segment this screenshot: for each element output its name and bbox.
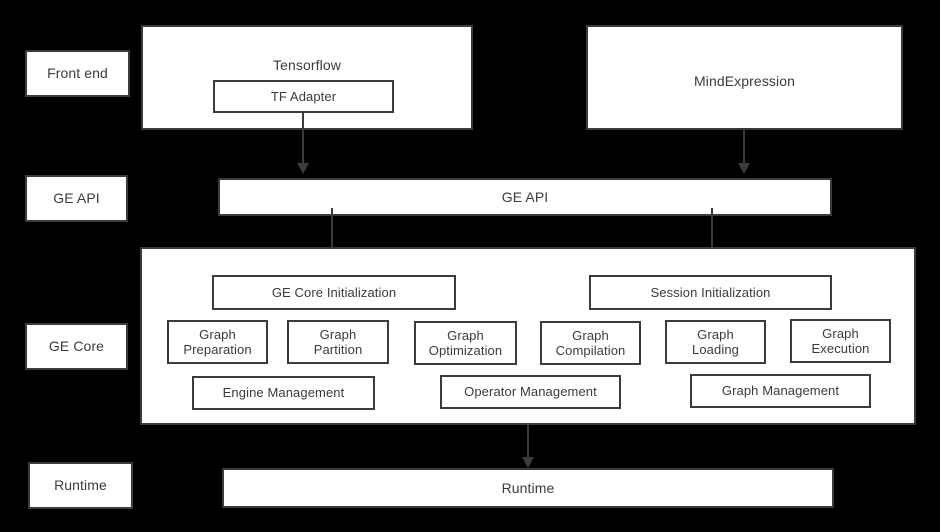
arrowhead-gecore-to-runtime bbox=[522, 457, 534, 468]
frontend-mindexpression-group: MindExpression bbox=[586, 25, 903, 130]
engine-management-box[interactable]: Engine Management bbox=[192, 376, 375, 410]
tier-label-runtime: Runtime bbox=[28, 462, 133, 509]
tier-label-ge-core: GE Core bbox=[25, 323, 128, 370]
connector-gecore-to-runtime bbox=[527, 425, 529, 457]
ge-api-bar[interactable]: GE API bbox=[218, 178, 832, 216]
connector-mindexpression-to-geapi bbox=[743, 130, 745, 163]
operator-management-box[interactable]: Operator Management bbox=[440, 375, 621, 409]
graph-execution-line2: Execution bbox=[811, 341, 870, 356]
arrowhead-mindexpression-to-geapi bbox=[738, 163, 750, 174]
graph-loading-line2: Loading bbox=[692, 342, 739, 357]
frontend-tensorflow-group: Tensorflow bbox=[141, 25, 473, 130]
graph-preparation-line2: Preparation bbox=[183, 342, 252, 357]
connector-geapi-to-gecoreinit bbox=[331, 208, 333, 262]
ge-core-initialization-box[interactable]: GE Core Initialization bbox=[212, 275, 456, 310]
graph-partition-box[interactable]: Graph Partition bbox=[287, 320, 389, 364]
graph-preparation-box[interactable]: Graph Preparation bbox=[167, 320, 268, 364]
graph-partition-line1: Graph bbox=[319, 326, 357, 342]
session-initialization-box[interactable]: Session Initialization bbox=[589, 275, 832, 310]
graph-optimization-line2: Optimization bbox=[428, 343, 503, 358]
connector-geapi-to-sessioninit bbox=[711, 208, 713, 262]
mindexpression-title: MindExpression bbox=[694, 73, 795, 89]
graph-compilation-box[interactable]: Graph Compilation bbox=[540, 321, 641, 365]
graph-loading-line1: Graph bbox=[697, 326, 734, 342]
graph-partition-line2: Partition bbox=[313, 342, 363, 357]
tf-adapter-box[interactable]: TF Adapter bbox=[213, 80, 394, 113]
graph-optimization-line1: Graph bbox=[447, 327, 484, 343]
connector-tfadapter-to-geapi bbox=[302, 113, 304, 163]
arrowhead-tfadapter-to-geapi bbox=[297, 163, 309, 174]
graph-execution-box[interactable]: Graph Execution bbox=[790, 319, 891, 363]
graph-loading-box[interactable]: Graph Loading bbox=[665, 320, 766, 364]
runtime-bar[interactable]: Runtime bbox=[222, 468, 834, 508]
tier-label-ge-api: GE API bbox=[25, 175, 128, 222]
graph-management-box[interactable]: Graph Management bbox=[690, 374, 871, 408]
graph-optimization-box[interactable]: Graph Optimization bbox=[414, 321, 517, 365]
graph-compilation-line2: Compilation bbox=[555, 343, 626, 358]
tensorflow-title: Tensorflow bbox=[273, 57, 341, 73]
graph-execution-line1: Graph bbox=[822, 325, 859, 341]
tier-label-front-end: Front end bbox=[25, 50, 130, 97]
graph-compilation-line1: Graph bbox=[572, 327, 609, 343]
graph-preparation-line1: Graph bbox=[199, 326, 236, 342]
